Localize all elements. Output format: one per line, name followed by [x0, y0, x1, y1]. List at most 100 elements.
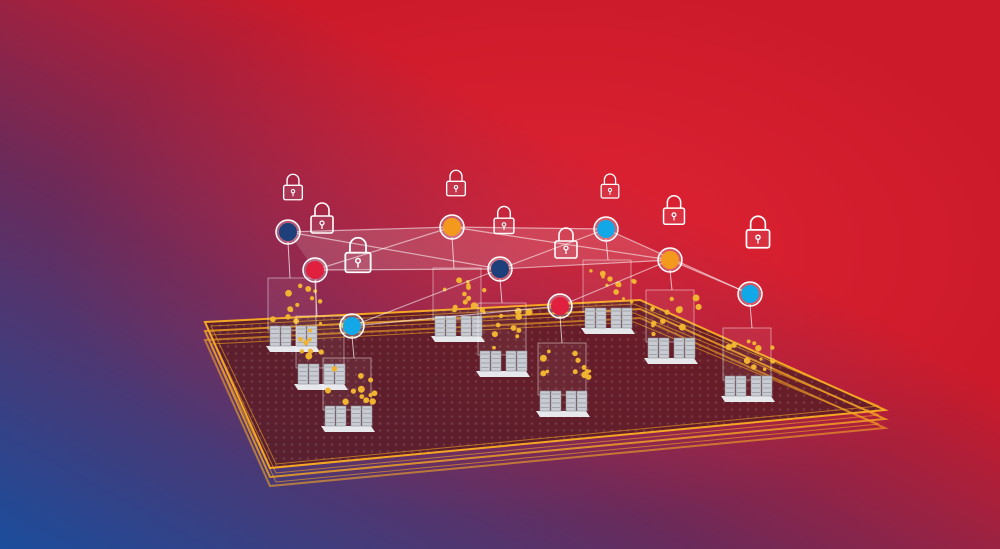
data-particle	[752, 341, 757, 346]
data-particle	[307, 337, 312, 342]
data-particle	[318, 321, 323, 325]
data-particle	[303, 339, 309, 346]
server-rack-icon	[479, 350, 491, 372]
data-particle	[651, 323, 655, 328]
network-node-navy	[279, 223, 297, 241]
network-node-orange	[661, 251, 679, 269]
server-rack-icon	[550, 390, 562, 412]
data-particle	[575, 357, 581, 363]
padlock-icon	[662, 194, 686, 226]
padlock-icon	[554, 227, 578, 259]
data-particle	[613, 289, 619, 295]
data-particle	[678, 306, 683, 311]
server-rack-icon	[269, 325, 281, 347]
data-particle	[770, 358, 776, 364]
data-particle	[770, 345, 775, 350]
wireframe-box	[537, 342, 587, 396]
server-rack-icon	[576, 390, 588, 412]
server-base	[266, 346, 320, 352]
data-particle	[492, 345, 496, 350]
server-rack-icon	[334, 363, 346, 385]
network-link	[351, 305, 561, 327]
data-particle	[651, 331, 656, 337]
server-base	[294, 384, 348, 390]
server-base	[581, 328, 635, 334]
data-particle	[466, 285, 471, 290]
data-particle	[456, 277, 463, 284]
data-particle	[491, 331, 498, 338]
server-rack-icon	[280, 325, 292, 347]
data-particle	[342, 398, 349, 405]
network-link	[499, 228, 607, 270]
data-particle	[331, 366, 338, 372]
node-stem	[314, 279, 318, 317]
server-base	[321, 426, 375, 432]
data-particle	[285, 314, 291, 320]
data-particle	[669, 296, 674, 302]
server-rack-icon	[647, 337, 659, 359]
data-particle	[325, 387, 332, 394]
data-particle	[539, 354, 547, 362]
server-rack-icon	[308, 363, 320, 385]
server-rack-icon	[297, 363, 309, 385]
node-stem	[351, 335, 355, 359]
board-inner-outline	[210, 303, 880, 465]
padlock-icon	[600, 173, 620, 199]
server-rack-icon	[471, 315, 483, 337]
node-stem	[605, 238, 609, 261]
padlock-icon	[310, 202, 334, 234]
server-cluster	[581, 259, 637, 334]
data-particle	[572, 369, 578, 375]
node-stem	[749, 303, 753, 329]
server-rack-icon	[658, 337, 670, 359]
wireframe-box	[722, 327, 772, 381]
data-particle	[525, 308, 533, 316]
data-particle	[607, 276, 613, 282]
circuit-board	[203, 298, 889, 488]
server-cluster	[644, 289, 702, 364]
data-particle	[495, 322, 501, 328]
wireframe-box	[582, 259, 632, 313]
network-node-red	[306, 261, 324, 279]
server-cluster	[431, 267, 487, 342]
data-particle	[499, 313, 504, 318]
server-rack-icon	[673, 337, 685, 359]
board-outline	[203, 298, 889, 470]
server-base	[721, 396, 775, 402]
data-particle	[759, 357, 763, 361]
padlock-icon	[745, 215, 771, 249]
network-link	[287, 226, 453, 233]
node-stem	[559, 315, 563, 344]
data-particle	[357, 373, 364, 379]
data-particle	[305, 352, 313, 360]
node-stem	[499, 278, 503, 304]
padlock-icon	[344, 236, 372, 274]
server-base	[476, 371, 530, 377]
server-cluster	[266, 277, 323, 352]
data-particle	[692, 294, 700, 302]
data-particle	[363, 397, 370, 404]
data-particle	[269, 316, 276, 323]
network-link	[314, 226, 453, 271]
data-particle	[297, 283, 303, 289]
server-rack-icon	[584, 307, 596, 329]
data-particle	[295, 302, 300, 307]
data-particle	[462, 299, 468, 305]
data-particle	[308, 328, 312, 333]
data-particle	[540, 370, 547, 377]
data-particle	[479, 307, 485, 313]
server-rack-icon	[505, 350, 517, 372]
board-inner-outline	[210, 321, 880, 483]
data-particle	[516, 327, 522, 333]
node-stem	[669, 269, 673, 291]
server-rack-icon	[516, 350, 528, 372]
server-rack-icon	[323, 363, 335, 385]
server-rack-icon	[335, 405, 347, 427]
server-rack-icon	[350, 405, 362, 427]
server-rack-icon	[750, 375, 762, 397]
board-inner-outline	[210, 312, 880, 474]
data-particle	[350, 388, 357, 394]
server-clusters	[266, 259, 776, 432]
network-link	[451, 226, 671, 261]
network-node-red	[551, 297, 569, 315]
